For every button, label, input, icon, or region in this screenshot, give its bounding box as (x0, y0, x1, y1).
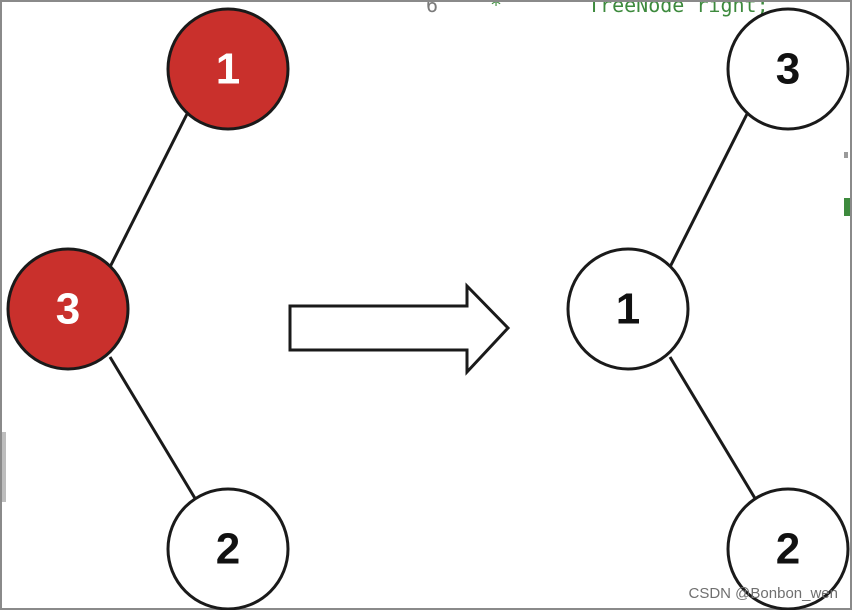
node-before-3: 3 (6, 247, 130, 371)
left-edge-artifact (2, 432, 6, 502)
right-arrow-icon (288, 282, 511, 376)
node-label: 3 (776, 45, 800, 94)
node-circle (166, 7, 290, 131)
code-artifact-green (844, 198, 850, 216)
before-tree-edges (108, 111, 198, 501)
node-after-1: 1 (566, 247, 690, 371)
after-tree-nodes: 3 1 2 (566, 7, 850, 610)
code-star: * (490, 2, 502, 17)
edge-b1-b3 (108, 111, 190, 268)
code-artifact-dot (844, 152, 848, 158)
node-circle (166, 487, 290, 610)
code-line-number: 6 (426, 2, 438, 17)
edge-a3-a1 (668, 111, 750, 268)
node-label: 1 (216, 45, 240, 94)
node-label: 3 (56, 285, 80, 334)
node-label: 2 (216, 525, 240, 574)
background-code: 6 * TreeNode right; (426, 2, 850, 216)
node-circle (566, 247, 690, 371)
node-circle (726, 7, 850, 131)
before-tree-nodes: 1 3 2 (6, 7, 290, 610)
node-before-2: 2 (166, 487, 290, 610)
node-circle (6, 247, 130, 371)
arrow-shape (288, 282, 511, 376)
watermark: CSDN @Bonbon_wen (688, 585, 838, 602)
edge-b3-b2 (108, 356, 198, 501)
node-label: 2 (776, 525, 800, 574)
edge-a1-a2 (668, 356, 758, 501)
code-text: TreeNode right; (588, 2, 769, 17)
node-circle (726, 487, 850, 610)
node-after-3: 3 (726, 7, 850, 131)
node-before-1: 1 (166, 7, 290, 131)
node-label: 1 (616, 285, 640, 334)
node-after-2: 2 (726, 487, 850, 610)
after-tree-edges (668, 111, 758, 501)
